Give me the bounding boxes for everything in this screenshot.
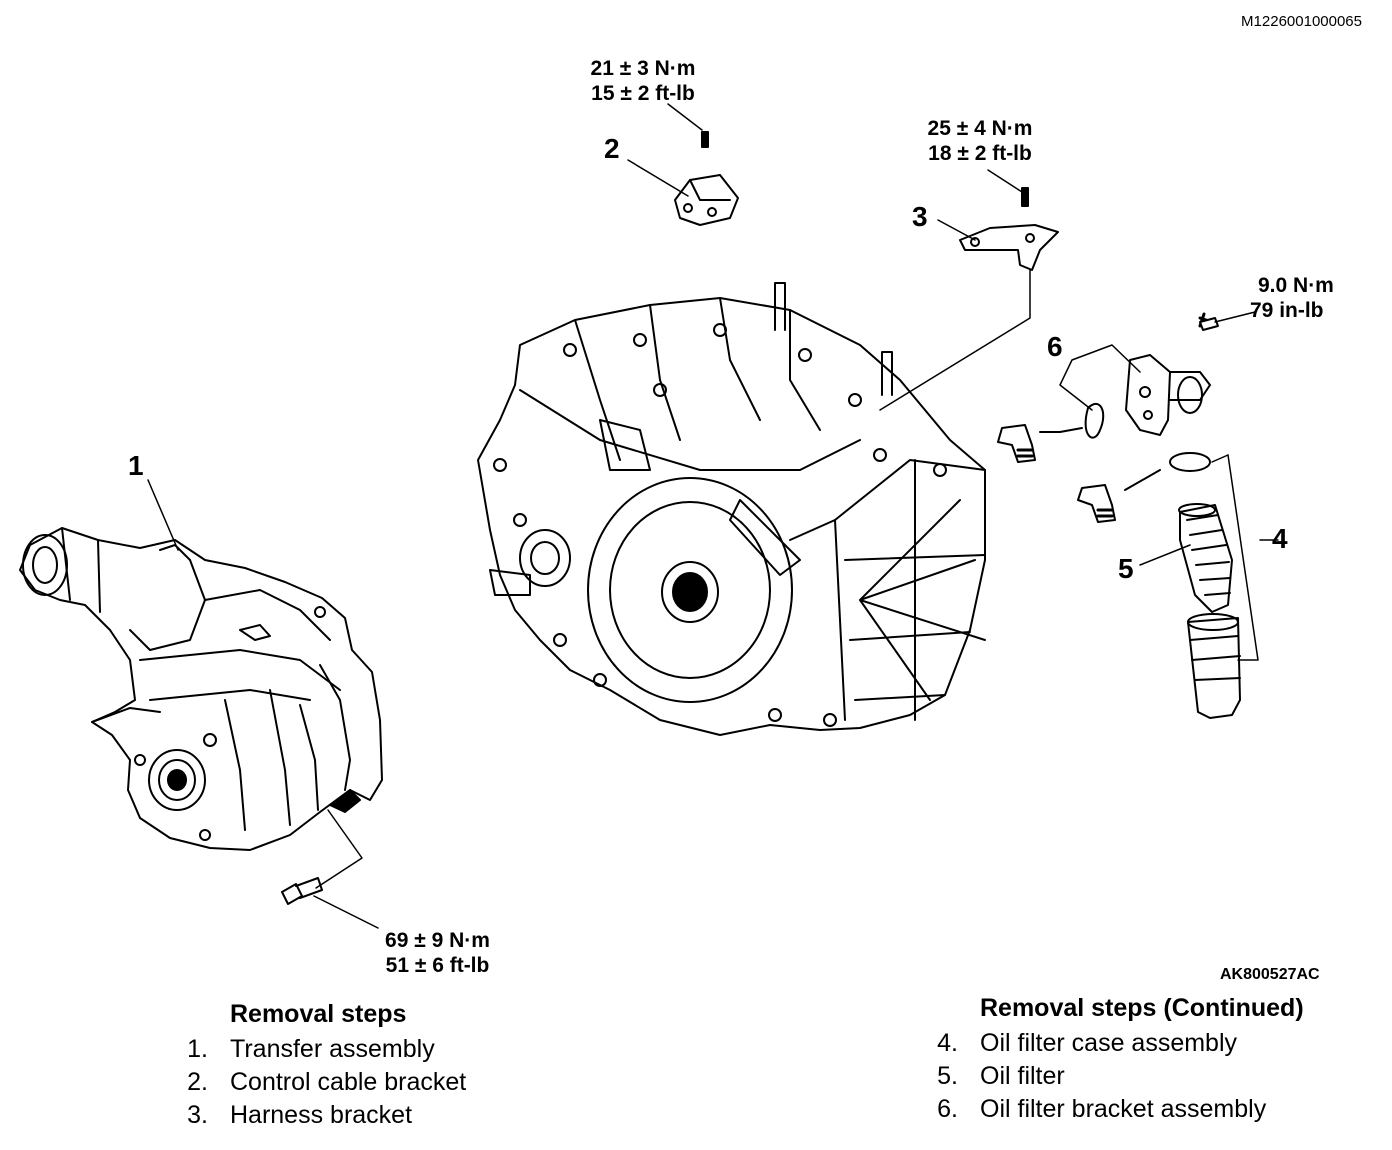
removal-steps-continued-title: Removal steps (Continued) bbox=[980, 994, 1304, 1022]
list-item: 6.Oil filter bracket assembly bbox=[937, 1095, 1267, 1123]
leader-lines bbox=[147, 103, 1279, 929]
figure-id: AK800527AC bbox=[1220, 966, 1320, 983]
torque-imperial: 51 ± 6 ft-lb bbox=[385, 954, 490, 977]
transfer-assembly-illustration bbox=[19, 527, 383, 851]
torque-imperial: 79 in-lb bbox=[1250, 299, 1324, 322]
torque-spec-transfer: 69 ± 9 N·m 51 ± 6 ft-lb bbox=[360, 928, 515, 978]
torque-metric: 9.0 N·m bbox=[1258, 274, 1334, 297]
harness-bracket-illustration bbox=[959, 187, 1059, 271]
callout-4: 4 bbox=[1272, 523, 1288, 554]
document-reference-number: M1226001000065 bbox=[1241, 13, 1362, 30]
torque-metric: 21 ± 3 N·m bbox=[590, 57, 696, 80]
removal-steps-continued: Removal steps (Continued) 4.Oil filter c… bbox=[910, 994, 1304, 1126]
list-item: 2.Control cable bracket bbox=[187, 1068, 467, 1096]
transaxle-illustration bbox=[477, 282, 986, 736]
torque-spec-control-cable-bracket: 21 ± 3 N·m 15 ± 2 ft-lb bbox=[568, 56, 718, 106]
torque-metric: 69 ± 9 N·m bbox=[385, 929, 490, 952]
callout-3: 3 bbox=[912, 201, 928, 232]
list-item: 4.Oil filter case assembly bbox=[937, 1029, 1238, 1057]
oil-filter-bracket-illustration bbox=[997, 312, 1214, 523]
transfer-bolt-illustration bbox=[281, 877, 323, 905]
oil-filter-illustration bbox=[1178, 503, 1233, 613]
removal-steps: Removal steps 1.Transfer assembly 2.Cont… bbox=[160, 1000, 466, 1132]
removal-steps-title: Removal steps bbox=[230, 1000, 407, 1028]
torque-metric: 25 ± 4 N·m bbox=[927, 117, 1033, 140]
torque-spec-oil-filter-bracket: 9.0 N·m 79 in-lb bbox=[1250, 273, 1360, 323]
oil-filter-case-illustration bbox=[1187, 613, 1241, 719]
callout-1: 1 bbox=[128, 450, 144, 481]
torque-spec-harness-bracket: 25 ± 4 N·m 18 ± 2 ft-lb bbox=[905, 116, 1055, 166]
bracket-bolt-illustration bbox=[1199, 317, 1219, 331]
callout-6: 6 bbox=[1047, 331, 1063, 362]
list-item: 5.Oil filter bbox=[937, 1062, 1065, 1090]
list-item: 3.Harness bracket bbox=[187, 1101, 413, 1129]
list-item: 1.Transfer assembly bbox=[187, 1035, 435, 1063]
torque-imperial: 18 ± 2 ft-lb bbox=[928, 142, 1032, 165]
control-cable-bracket-illustration bbox=[674, 131, 739, 226]
callout-2: 2 bbox=[604, 133, 620, 164]
callout-5: 5 bbox=[1118, 553, 1134, 584]
torque-imperial: 15 ± 2 ft-lb bbox=[591, 82, 695, 105]
